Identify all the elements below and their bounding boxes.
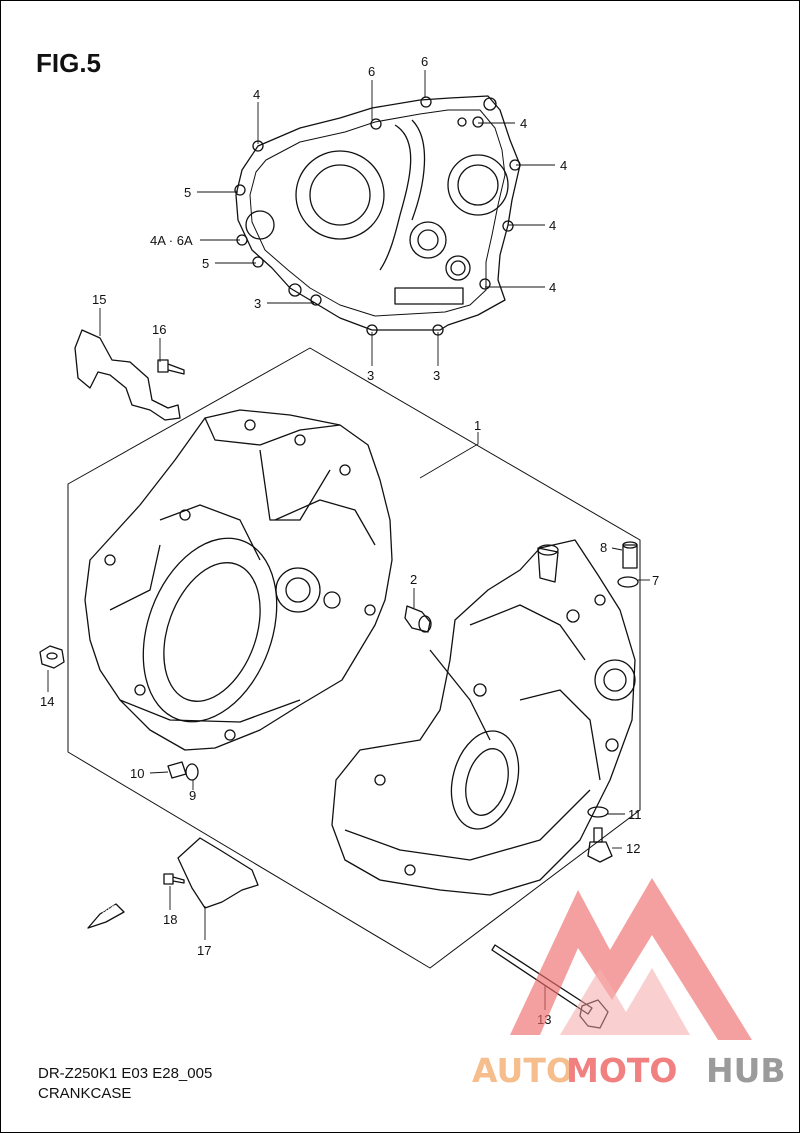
callout-17: 17 <box>197 943 211 958</box>
plug-8 <box>622 541 638 569</box>
callout-3-bottom-a: 3 <box>367 368 374 383</box>
callout-3-bottom-b: 3 <box>433 368 440 383</box>
cover-17 <box>177 837 259 909</box>
exploded-view-box <box>67 347 641 969</box>
plug-10 <box>167 761 187 779</box>
logo-text-hub: HUB <box>706 1051 786 1090</box>
callout-4-top: 4 <box>253 87 260 102</box>
callout-12: 12 <box>626 841 640 856</box>
screw-18 <box>163 873 185 885</box>
automotohub-logo: AUTO MOTO HUB <box>472 878 786 1090</box>
bolt-16 <box>157 359 185 375</box>
callout-9: 9 <box>189 788 196 803</box>
logo-text-moto: MOTO <box>566 1051 677 1090</box>
model-code: DR-Z250K1 E03 E28_005 <box>38 1065 213 1082</box>
logo-text-auto: AUTO <box>472 1051 574 1090</box>
callout-18: 18 <box>163 912 177 927</box>
callout-8: 8 <box>600 540 607 555</box>
callout-1: 1 <box>474 418 481 433</box>
washer-9 <box>185 763 199 781</box>
callout-6-right: 6 <box>421 54 428 69</box>
callout-4-right-c: 4 <box>549 280 556 295</box>
o-ring-7 <box>617 576 639 588</box>
callout-5-upper: 5 <box>184 185 191 200</box>
fwd-arrow <box>87 903 125 929</box>
left-crankcase <box>84 409 393 751</box>
callout-4-upper-right: 4 <box>520 116 527 131</box>
callout-4a-6a: 4A · 6A <box>150 233 193 248</box>
dowel-2 <box>404 605 432 633</box>
callout-7: 7 <box>652 573 659 588</box>
callout-16: 16 <box>152 322 166 337</box>
crankcase-gasket <box>234 95 521 336</box>
callout-14: 14 <box>40 694 54 709</box>
callout-15: 15 <box>92 292 106 307</box>
callout-6-left: 6 <box>368 64 375 79</box>
callout-4-right-b: 4 <box>549 218 556 233</box>
callout-10: 10 <box>130 766 144 781</box>
callout-2: 2 <box>410 572 417 587</box>
callout-5-lower: 5 <box>202 256 209 271</box>
washer-11 <box>587 806 609 818</box>
nut-14 <box>39 645 65 669</box>
figure-title: FIG.5 <box>36 48 102 78</box>
right-crankcase <box>331 539 636 896</box>
callout-4-right-a: 4 <box>560 158 567 173</box>
bracket-15 <box>74 329 181 421</box>
callout-3-left: 3 <box>254 296 261 311</box>
callout-11: 11 <box>628 807 642 822</box>
part-group-name: CRANKCASE <box>38 1085 132 1102</box>
bolt-12 <box>587 827 613 863</box>
